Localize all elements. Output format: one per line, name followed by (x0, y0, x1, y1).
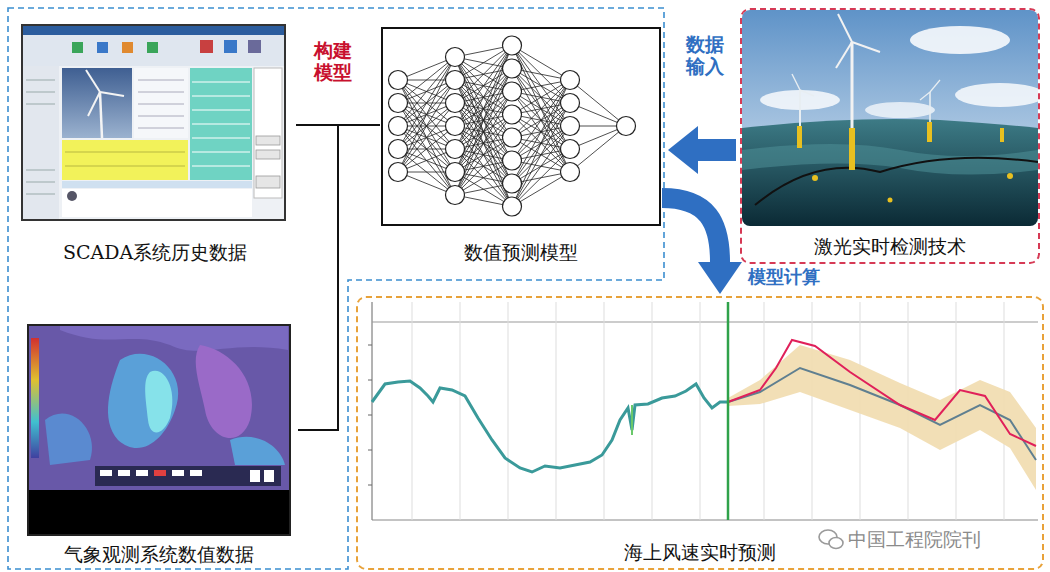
net-link (398, 57, 455, 126)
caption-row: 气象观测系统数值数据 (20, 542, 298, 567)
model-panel: 数值预测模型 (380, 26, 662, 268)
model-frame (382, 28, 660, 225)
net-link (512, 172, 570, 207)
edge-label: 模型计算 (746, 267, 822, 288)
net-neuron (446, 94, 465, 113)
net-neuron (561, 140, 580, 159)
net-neuron (503, 128, 522, 147)
net-neuron (446, 117, 465, 136)
net-neuron (446, 71, 465, 90)
net-neuron (389, 117, 408, 136)
weather-screenshot (28, 325, 290, 535)
node-caption: 数值预测模型 (461, 240, 581, 265)
connector-line (298, 125, 380, 430)
node-caption: 气象观测系统数值数据 (61, 542, 257, 567)
net-link (512, 69, 570, 104)
net-neuron (561, 71, 580, 90)
net-neuron (389, 71, 408, 90)
wind-speed-chart (368, 302, 1038, 520)
screenshot-panel: 气象观测系统数值数据 (20, 322, 298, 570)
caption-row: 激光实时检测技术 (742, 234, 1038, 259)
net-neuron (561, 163, 580, 182)
watermark: 中国工程院院刊 (846, 528, 983, 551)
net-neuron (503, 197, 522, 216)
caption-row: 数值预测模型 (380, 240, 662, 265)
net-neuron (561, 117, 580, 136)
block-arrow (668, 126, 736, 174)
net-neuron (446, 140, 465, 159)
connector (668, 126, 736, 174)
net-neuron (389, 94, 408, 113)
connector (298, 125, 380, 430)
screenshot-panel: SCADA系统历史数据 (14, 22, 296, 268)
net-neuron (503, 59, 522, 78)
net-link (398, 103, 455, 172)
net-neuron (389, 140, 408, 159)
net-neuron (389, 163, 408, 182)
photo-frame: 激光实时检测技术 (740, 8, 1040, 264)
neural-network (389, 36, 636, 216)
edge-label: 构建模型 (312, 40, 356, 84)
net-link (512, 46, 570, 81)
region-outline (8, 8, 664, 569)
curved-block-arrow (662, 198, 720, 262)
net-link (398, 103, 455, 172)
net-neuron (503, 36, 522, 55)
net-neuron (503, 82, 522, 101)
net-neuron (446, 163, 465, 182)
scada-screenshot (22, 25, 285, 220)
arrow-head (698, 262, 742, 294)
net-neuron (503, 151, 522, 170)
net-link (398, 126, 455, 195)
net-link (398, 80, 455, 195)
caption-row: SCADA系统历史数据 (14, 240, 296, 265)
node-caption: 海上风速实时预测 (621, 540, 779, 565)
connector (662, 198, 742, 294)
net-neuron (446, 186, 465, 205)
net-link (398, 57, 455, 172)
edge-label: 数据输入 (684, 34, 728, 78)
node-caption: SCADA系统历史数据 (60, 240, 250, 265)
net-neuron (446, 48, 465, 67)
net-neuron (503, 174, 522, 193)
net-neuron (503, 105, 522, 124)
wechat-icon (819, 530, 843, 549)
offshore-wind-picture (742, 10, 1038, 226)
net-neuron (617, 117, 636, 136)
net-link (512, 80, 570, 115)
net-neuron (561, 94, 580, 113)
node-caption: 激光实时检测技术 (811, 234, 969, 259)
